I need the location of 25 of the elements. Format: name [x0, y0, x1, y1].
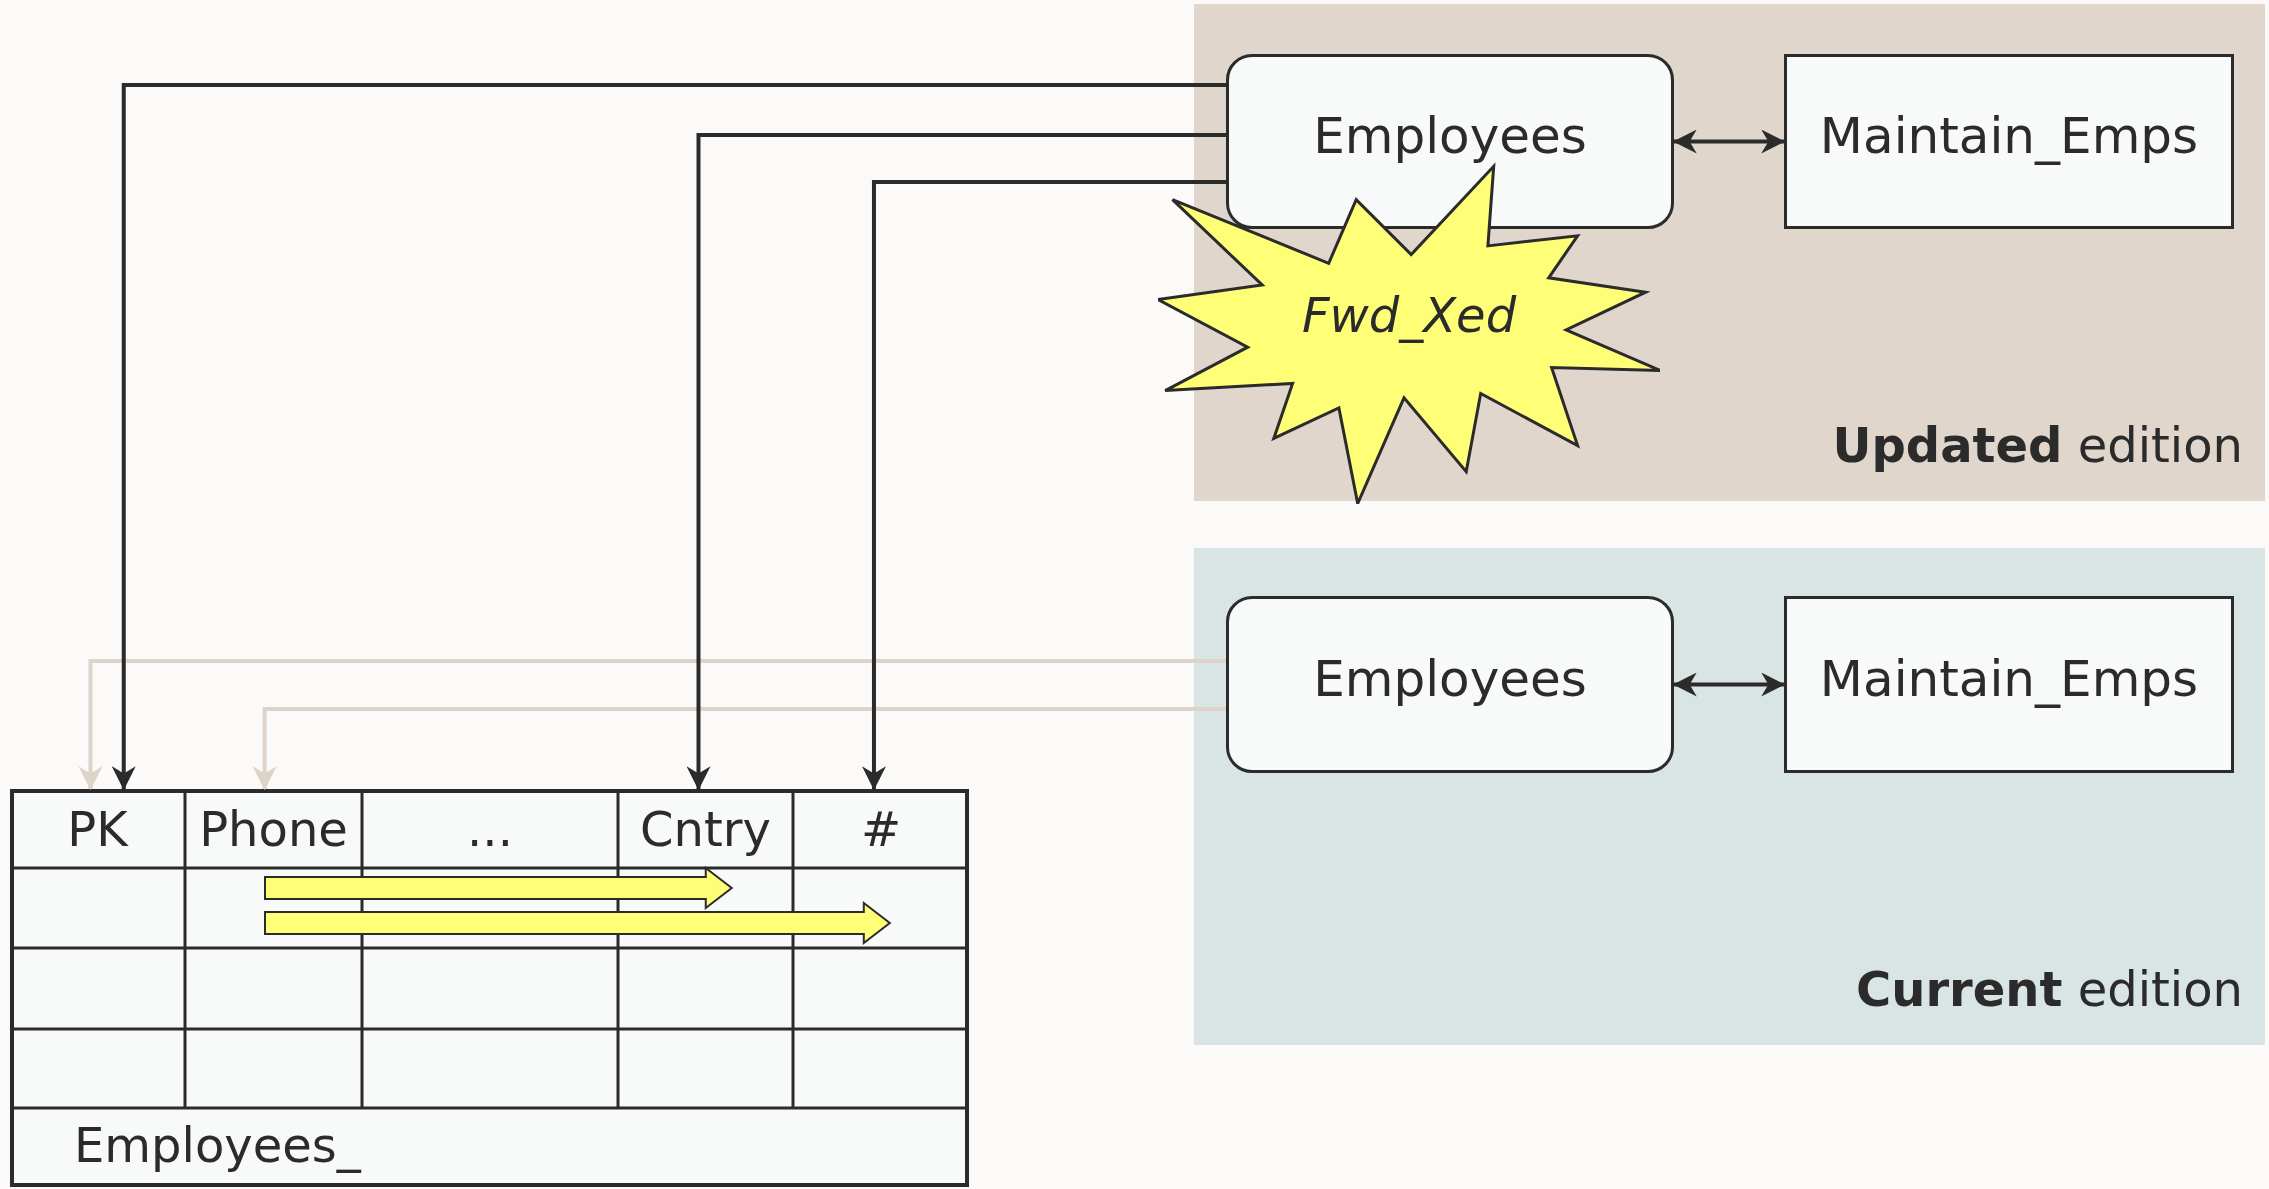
block-arrow: [264, 900, 892, 946]
object-box: Employees: [1226, 54, 1674, 229]
edition-panel: [1194, 548, 2265, 1045]
arrow: [686, 133, 1226, 791]
starburst-shape: [1158, 162, 1660, 504]
arrow: [252, 707, 1226, 791]
column-header: Cntry: [618, 789, 793, 868]
column-header: PK: [10, 789, 185, 868]
object-box: Employees: [1226, 596, 1674, 773]
arrow: [78, 659, 1226, 791]
table: [10, 789, 969, 1187]
block-arrow: [264, 865, 734, 911]
column-header: #: [793, 789, 969, 868]
column-header: ...: [362, 789, 618, 868]
edition-heading: Updated edition: [1832, 417, 2243, 473]
object-box: Maintain_Emps: [1784, 54, 2234, 229]
arrow: [111, 83, 1226, 791]
table-name: Employees_: [74, 1117, 361, 1173]
double-arrow: [1672, 672, 1786, 697]
column-header: Phone: [185, 789, 362, 868]
trigger-label: Fwd_Xed: [1300, 287, 1518, 343]
arrow: [861, 180, 1226, 791]
edition-heading: Current edition: [1856, 961, 2243, 1017]
double-arrow: [1672, 129, 1786, 154]
object-box: Maintain_Emps: [1784, 596, 2234, 773]
